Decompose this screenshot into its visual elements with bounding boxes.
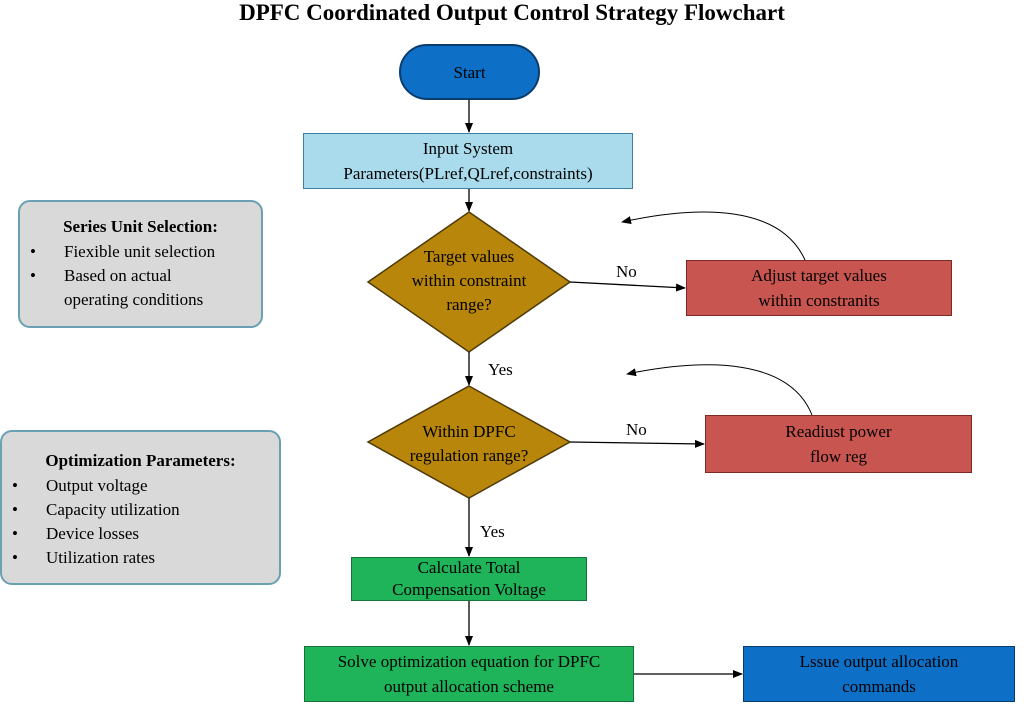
series-panel-title: Series Unit Selection: bbox=[63, 217, 218, 236]
decision1-line-3: range? bbox=[446, 295, 492, 314]
no-label-decision1: No bbox=[616, 262, 637, 281]
arrow-readjust-feedback bbox=[626, 364, 813, 416]
yes-label-decision2: Yes bbox=[480, 522, 505, 541]
start-node: Start bbox=[399, 44, 540, 100]
arrow-decision1-no bbox=[569, 281, 686, 292]
optimization-panel-title: Optimization Parameters: bbox=[45, 451, 236, 470]
solve-line-1: Solve optimization equation for DPFC bbox=[337, 652, 601, 671]
list-item: • Device losses bbox=[2, 522, 279, 546]
decision1-line-2: within constraint bbox=[411, 271, 527, 290]
opt-item-3: Device losses bbox=[46, 524, 140, 543]
input-parameters-box: Input System Parameters(PLref,QLref,cons… bbox=[303, 133, 633, 189]
bullet-marker: • bbox=[12, 548, 18, 567]
solve-optimization-box: Solve optimization equation for DPFC out… bbox=[304, 646, 634, 702]
list-item: • Fiexible unit selection bbox=[20, 240, 261, 264]
optimization-parameters-panel: Optimization Parameters: • Output voltage… bbox=[0, 430, 281, 585]
calc-line-2: Compensation Voltage bbox=[392, 580, 546, 599]
opt-item-2: Capacity utilization bbox=[46, 500, 180, 519]
decision2-line-2: regulation range? bbox=[409, 446, 529, 465]
adjust-line-1: Adjust target values bbox=[751, 266, 887, 285]
solve-line-2: output allocation scheme bbox=[384, 677, 554, 696]
arrow-adjust-feedback bbox=[621, 211, 806, 261]
decision2-text: Within DPFC regulation range? bbox=[384, 420, 554, 468]
list-item: • Capacity utilization bbox=[2, 498, 279, 522]
opt-item-4: Utilization rates bbox=[46, 548, 156, 567]
calc-line-1: Calculate Total bbox=[417, 558, 521, 577]
list-item: • Output voltage bbox=[2, 474, 279, 498]
no-label-decision2: No bbox=[626, 420, 647, 439]
bullet-marker: • bbox=[12, 524, 18, 543]
series-item-1: Fiexible unit selection bbox=[64, 242, 216, 261]
input-line-2: Parameters(PLref,QLref,constraints) bbox=[343, 164, 593, 183]
issue-line-1: Lssue output allocation bbox=[799, 652, 959, 671]
adjust-target-box: Adjust target values within constranits bbox=[686, 260, 952, 316]
calculate-voltage-box: Calculate Total Compensation Voltage bbox=[351, 557, 587, 601]
flowchart-title: DPFC Coordinated Output Control Strategy… bbox=[239, 0, 785, 25]
list-item: • Utilization rates bbox=[2, 546, 279, 570]
input-line-1: Input System bbox=[422, 139, 514, 158]
issue-commands-box: Lssue output allocation commands bbox=[743, 646, 1015, 702]
arrow-decision2-no bbox=[569, 439, 705, 448]
series-panel-list: • Fiexible unit selection • Based on actua… bbox=[20, 240, 261, 312]
opt-item-1: Output voltage bbox=[46, 476, 148, 495]
series-item-2: Based on actual bbox=[64, 266, 172, 285]
yes-label-decision1: Yes bbox=[488, 360, 513, 379]
bullet-marker: • bbox=[12, 500, 18, 519]
adjust-line-2: within constranits bbox=[758, 291, 880, 310]
list-item: operating conditions bbox=[20, 288, 261, 312]
issue-line-2: commands bbox=[842, 677, 916, 696]
optimization-panel-list: • Output voltage • Capacity utilization • D… bbox=[2, 474, 279, 570]
decision1-line-1: Target values bbox=[423, 247, 515, 266]
readjust-line-1: Readiust power bbox=[785, 422, 892, 441]
readjust-power-box: Readiust power flow reg bbox=[705, 415, 972, 473]
start-label: Start bbox=[453, 62, 486, 82]
series-unit-selection-panel: Series Unit Selection: • Fiexible unit se… bbox=[18, 200, 263, 328]
readjust-line-2: flow reg bbox=[809, 447, 868, 466]
bullet-marker: • bbox=[12, 476, 18, 495]
series-item-3: operating conditions bbox=[64, 290, 204, 309]
decision1-text: Target values within constraint range? bbox=[384, 245, 554, 317]
decision2-line-1: Within DPFC bbox=[422, 422, 516, 441]
bullet-marker: • bbox=[30, 242, 36, 261]
list-item: • Based on actual bbox=[20, 264, 261, 288]
bullet-marker: • bbox=[30, 266, 36, 285]
